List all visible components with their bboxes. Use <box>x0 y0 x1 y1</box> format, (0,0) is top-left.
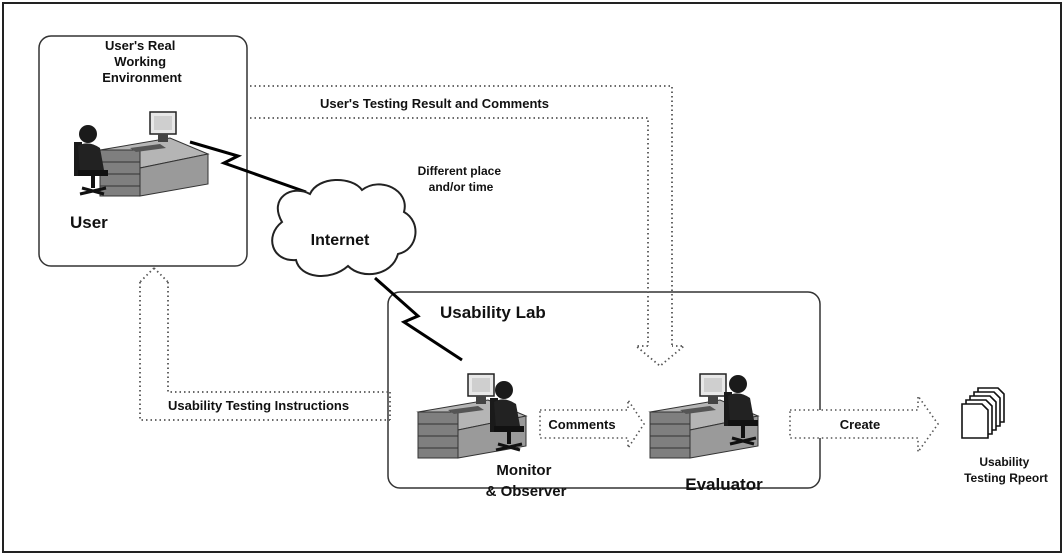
lightning-link-user <box>189 140 307 194</box>
environment-title: User's Real Working Environment <box>102 38 182 85</box>
instructions-label: Usability Testing Instructions <box>168 398 349 413</box>
internet-label: Internet <box>311 232 370 249</box>
lightning-link-lab <box>374 276 463 362</box>
report-documents-icon <box>961 387 1005 439</box>
internet-cloud <box>271 178 417 278</box>
user-label: User <box>70 213 108 232</box>
result-comments-arrow <box>250 85 687 368</box>
report-label: Usability Testing Rpeort <box>964 455 1048 485</box>
monitor-label: Monitor & Observer <box>486 462 567 500</box>
result-comments-label: User's Testing Result and Comments <box>320 96 549 111</box>
lab-title: Usability Lab <box>440 303 546 322</box>
create-arrow <box>789 393 939 455</box>
different-place-label: Different place and/or time <box>418 164 505 194</box>
evaluator-label: Evaluator <box>685 475 763 494</box>
instructions-arrow <box>139 267 391 421</box>
comments-arrow <box>539 397 645 451</box>
comments-label: Comments <box>548 417 615 432</box>
create-label: Create <box>840 417 880 432</box>
